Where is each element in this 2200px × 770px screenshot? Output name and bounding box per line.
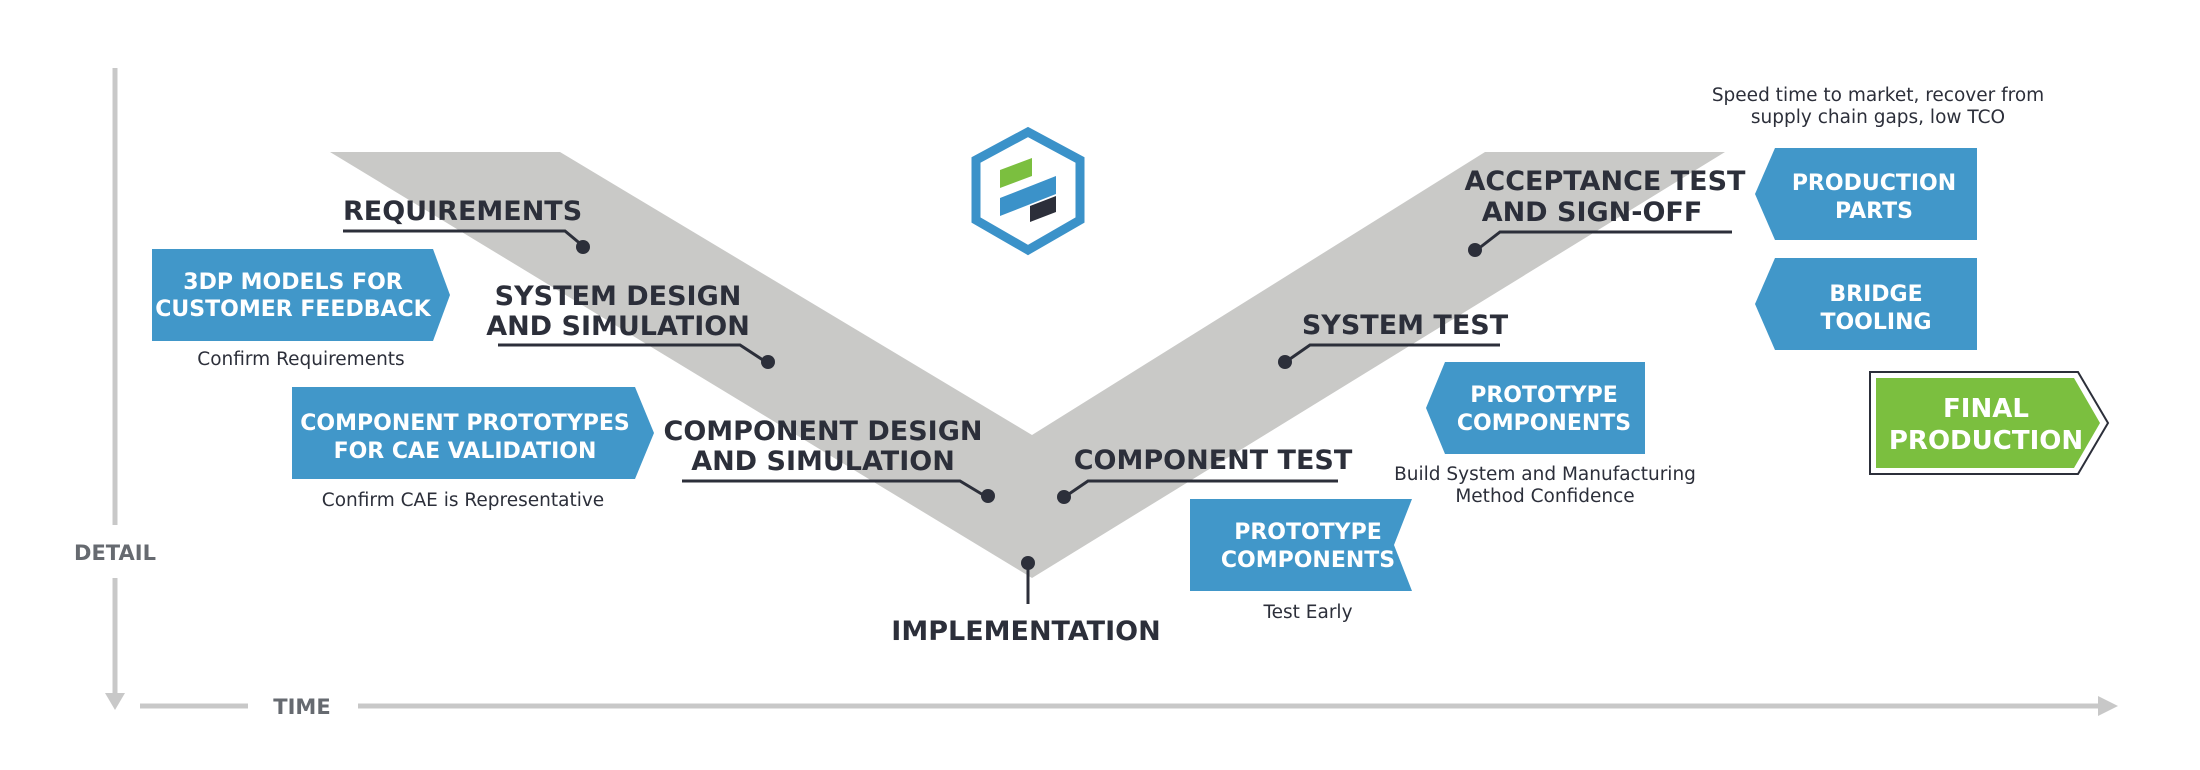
detail-arrow-icon (105, 693, 125, 710)
callout-3dp-models-line-2: CUSTOMER FEEDBACK (155, 297, 431, 322)
callout-3dp-models-customer-feedback: 3DP MODELS FOR CUSTOMER FEEDBACK Confirm… (152, 249, 450, 370)
stage-component-design-line-2: AND SIMULATION (691, 446, 955, 477)
stage-component-test: COMPONENT TEST (1057, 445, 1353, 504)
callout-cae-line-1: COMPONENT PROTOTYPES (300, 411, 630, 436)
callout-prototype-early-caption: Test Early (1262, 602, 1352, 623)
callout-cae-line-2: FOR CAE VALIDATION (334, 439, 597, 464)
stage-component-design-dot (981, 489, 995, 503)
callout-3dp-models-line-1: 3DP MODELS FOR (183, 270, 402, 295)
callout-prototype-components-test-early: PROTOTYPE COMPONENTS Test Early (1190, 499, 1412, 623)
stage-system-design-dot (761, 355, 775, 369)
v-shape-band (330, 152, 1725, 578)
callout-bridge-line-1: BRIDGE (1829, 282, 1922, 307)
stage-component-test-dot (1057, 490, 1071, 504)
stage-acceptance-test-line-1: ACCEPTANCE TEST (1465, 166, 1747, 197)
stage-system-design-line-1: SYSTEM DESIGN (495, 281, 742, 312)
stage-system-design-line-2: AND SIMULATION (486, 311, 750, 342)
callout-prototype-system-caption-2: Method Confidence (1455, 486, 1634, 507)
callout-cae-caption: Confirm CAE is Representative (322, 490, 604, 511)
stage-acceptance-test-line-2: AND SIGN-OFF (1482, 197, 1703, 228)
callout-prototype-components-system: PROTOTYPE COMPONENTS Build System and Ma… (1394, 362, 1696, 507)
detail-axis-label: DETAIL (74, 541, 156, 565)
hexagon-logo-icon (971, 126, 1085, 256)
stage-component-design-line-1: COMPONENT DESIGN (664, 416, 983, 447)
callout-production-line-2: PARTS (1835, 199, 1913, 224)
stage-component-test-label: COMPONENT TEST (1074, 445, 1353, 476)
callout-final-line-1: FINAL (1943, 394, 2029, 424)
callout-bridge-line-2: TOOLING (1820, 310, 1931, 335)
time-axis-label: TIME (273, 695, 330, 719)
callout-production-line-1: PRODUCTION (1792, 171, 1956, 196)
callout-prototype-system-line-1: PROTOTYPE (1470, 383, 1618, 408)
stage-requirements-label: REQUIREMENTS (343, 196, 582, 227)
stage-requirements-dot (576, 240, 590, 254)
stage-system-design: SYSTEM DESIGN AND SIMULATION (486, 281, 775, 369)
callout-prototype-early-line-1: PROTOTYPE (1234, 520, 1382, 545)
callout-production-caption-1: Speed time to market, recover from (1712, 85, 2044, 106)
callout-prototype-system-caption-1: Build System and Manufacturing (1394, 464, 1696, 485)
stage-requirements: REQUIREMENTS (343, 196, 590, 254)
callout-bridge-tooling: BRIDGE TOOLING (1755, 258, 1977, 350)
stage-system-test-dot (1278, 355, 1292, 369)
time-arrow-icon (2098, 696, 2118, 716)
time-axis: TIME (140, 695, 2118, 719)
callout-component-prototypes-cae: COMPONENT PROTOTYPES FOR CAE VALIDATION … (292, 387, 654, 511)
callout-3dp-models-caption: Confirm Requirements (197, 349, 404, 370)
stage-implementation-label: IMPLEMENTATION (891, 616, 1160, 647)
stage-system-test: SYSTEM TEST (1278, 310, 1509, 369)
callout-prototype-system-line-2: COMPONENTS (1457, 411, 1631, 436)
callout-final-line-2: PRODUCTION (1889, 426, 2083, 456)
stage-system-test-label: SYSTEM TEST (1302, 310, 1509, 341)
stage-acceptance-test-dot (1468, 243, 1482, 257)
callout-prototype-early-line-2: COMPONENTS (1221, 548, 1395, 573)
callout-final-production: FINAL PRODUCTION (1869, 371, 2110, 475)
callout-production-caption-2: supply chain gaps, low TCO (1751, 107, 2005, 128)
stage-implementation: IMPLEMENTATION (891, 556, 1161, 647)
stage-acceptance-test: ACCEPTANCE TEST AND SIGN-OFF (1465, 166, 1747, 257)
detail-axis: DETAIL (74, 68, 156, 710)
callout-production-parts: Speed time to market, recover from suppl… (1712, 85, 2044, 240)
stage-component-design: COMPONENT DESIGN AND SIMULATION (664, 416, 995, 503)
